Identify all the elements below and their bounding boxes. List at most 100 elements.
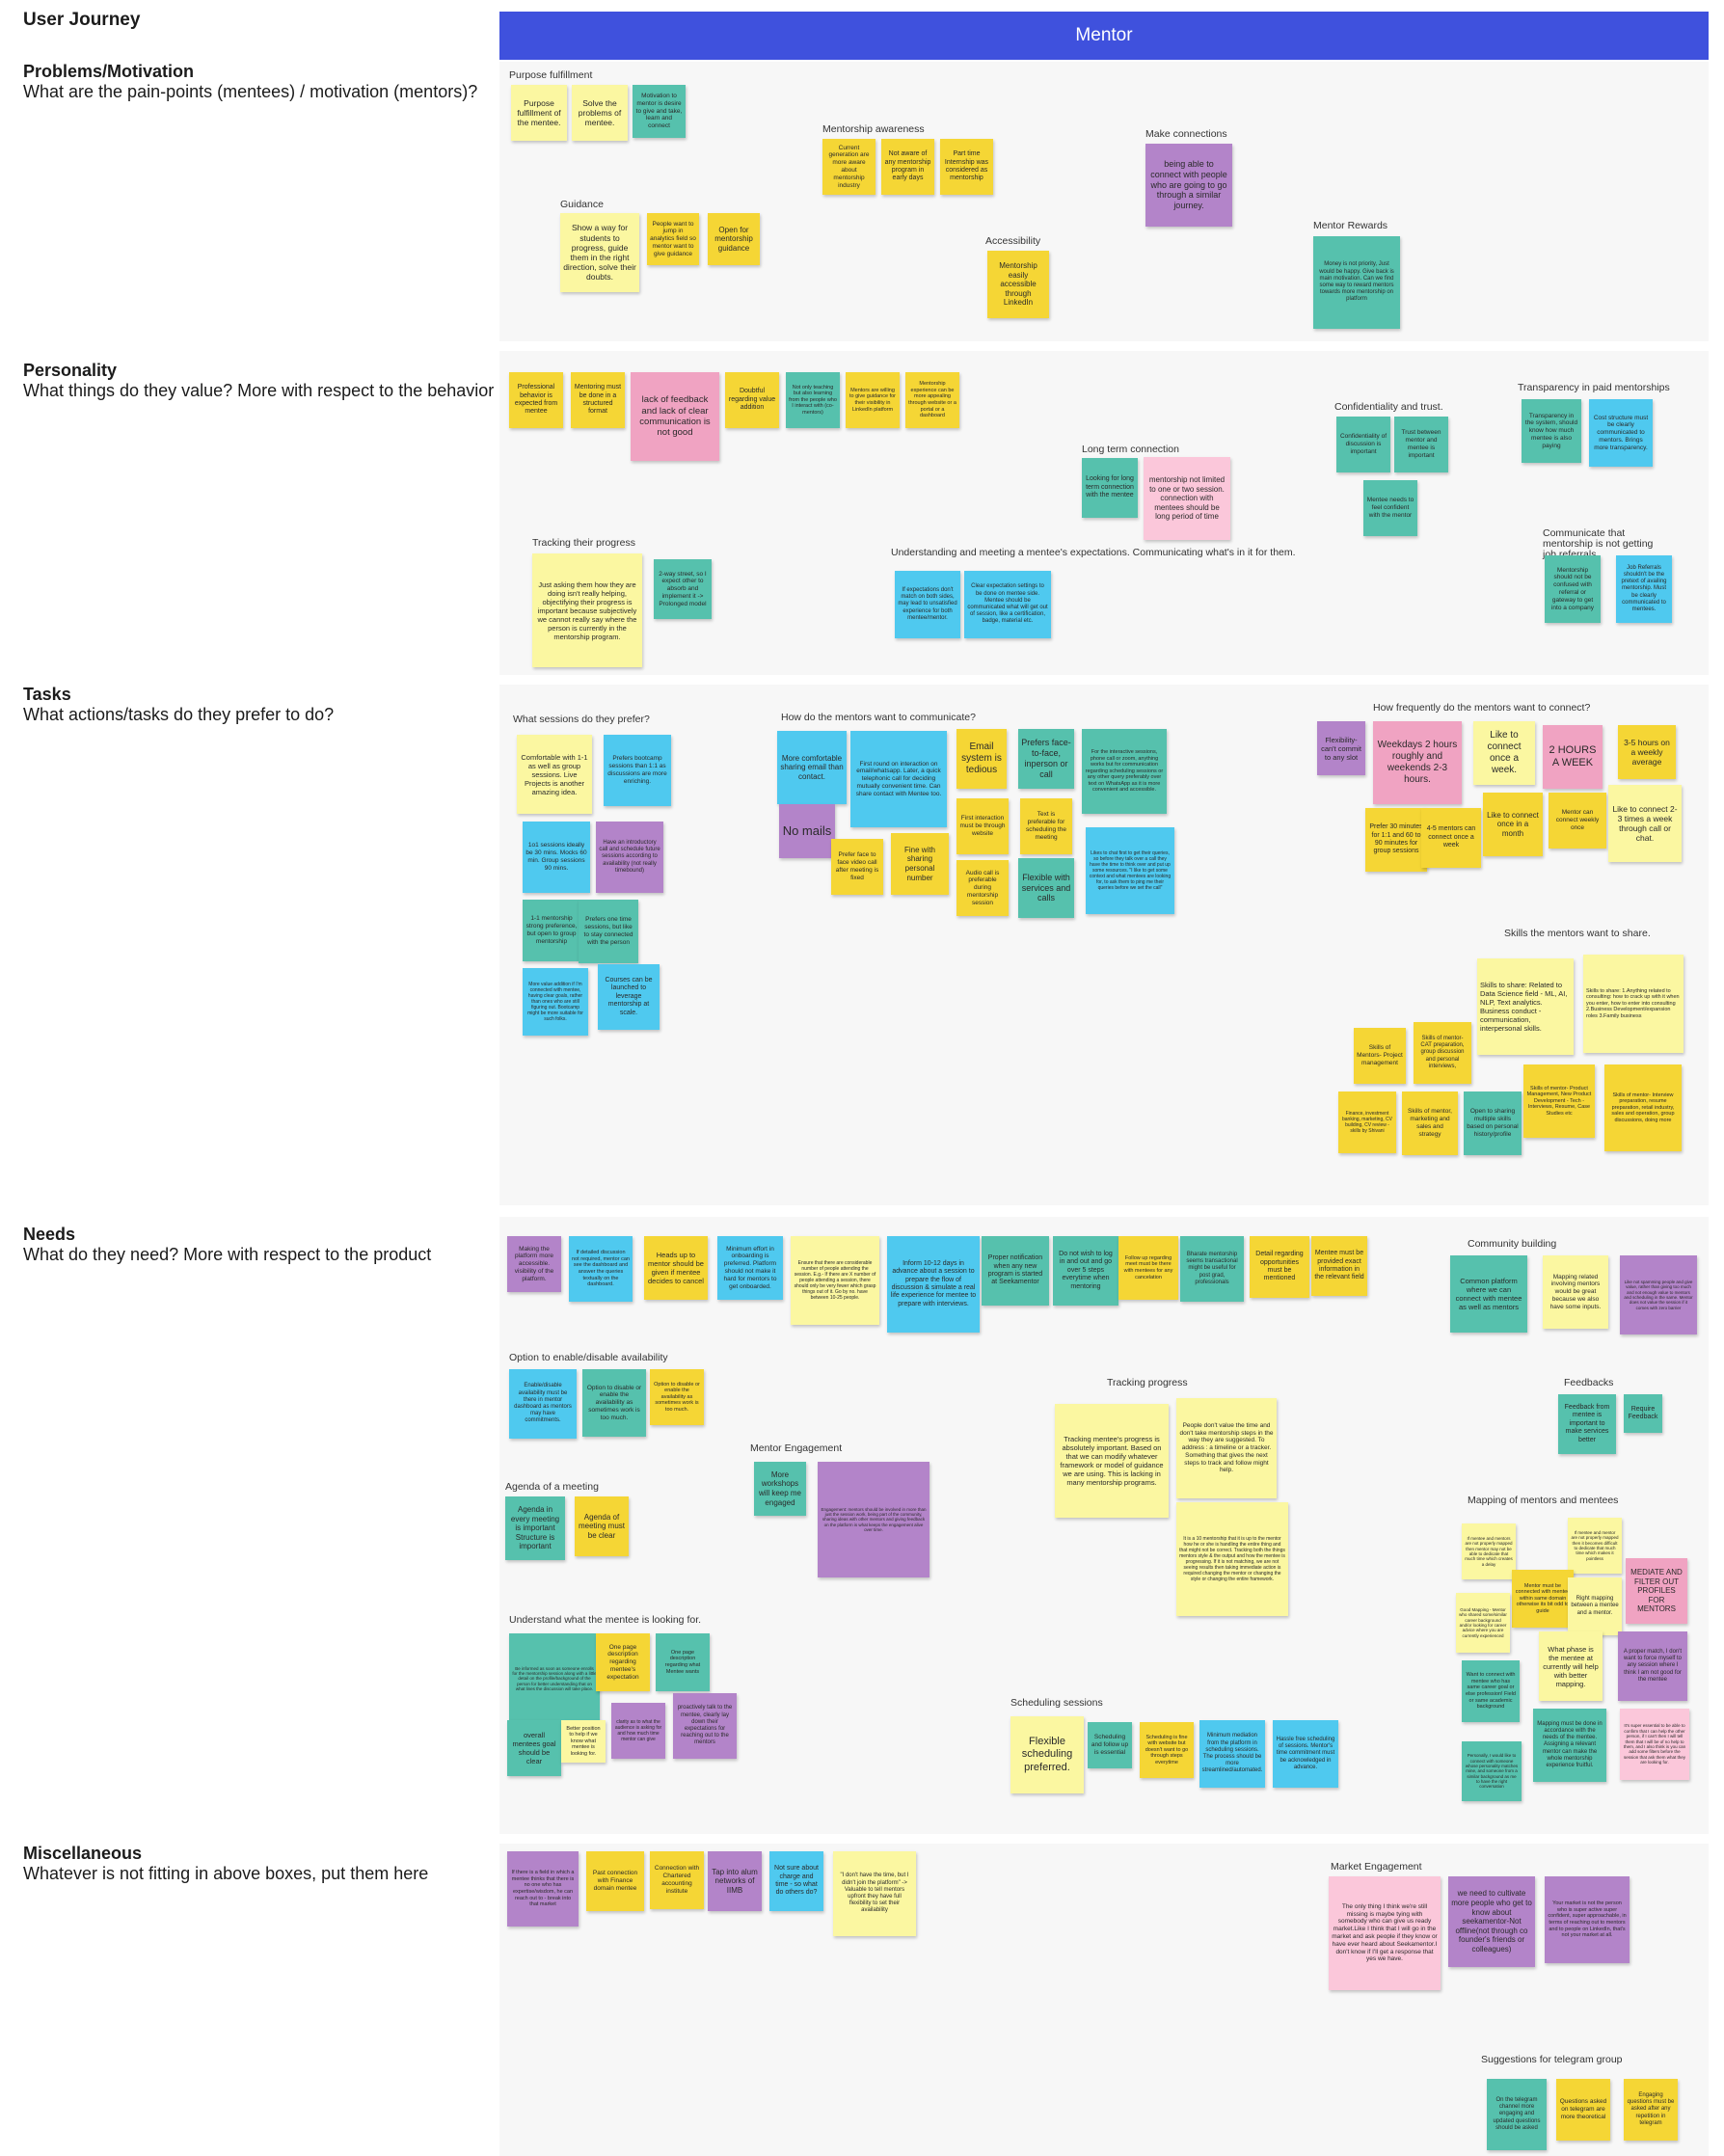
- sticky-note[interactable]: 2-way street, so I expect other to absor…: [654, 559, 712, 619]
- sticky-note[interactable]: Feedback from mentee is important to mak…: [1558, 1394, 1616, 1454]
- sticky-note[interactable]: Flexibility- can't commit to any slot: [1317, 721, 1365, 775]
- sticky-note[interactable]: Do not wish to log in and out and go ove…: [1053, 1236, 1118, 1306]
- sticky-note[interactable]: proactively talk to the mentee, clearly …: [673, 1693, 737, 1759]
- sticky-note[interactable]: If mentee and mentor are not properly ma…: [1568, 1518, 1622, 1574]
- sticky-note[interactable]: First interaction must be through websit…: [956, 798, 1009, 854]
- sticky-note[interactable]: Questions asked on telegram are more the…: [1556, 2079, 1610, 2141]
- sticky-note[interactable]: Your market is not the person who is sup…: [1545, 1876, 1630, 1963]
- sticky-note[interactable]: Inform 10-12 days in advance about a ses…: [887, 1236, 980, 1333]
- sticky-note[interactable]: If there is a field in which a mentee th…: [507, 1851, 579, 1927]
- sticky-note[interactable]: What phase is the mentee at currently wi…: [1539, 1631, 1603, 1701]
- sticky-note[interactable]: Minimum effort in onboarding is preferre…: [717, 1236, 783, 1300]
- sticky-note[interactable]: Scheduling is fine with website but does…: [1140, 1722, 1194, 1778]
- sticky-note[interactable]: "I don't have the time, but I didn't joi…: [833, 1851, 916, 1936]
- sticky-note[interactable]: Option to disable or enable the availabi…: [582, 1369, 646, 1437]
- sticky-note[interactable]: 1-1 mentorship strong preference, but op…: [523, 900, 580, 961]
- sticky-note[interactable]: Hassle free scheduling of sessions. Ment…: [1273, 1720, 1338, 1788]
- sticky-note[interactable]: Connection with Chartered accounting ins…: [650, 1851, 704, 1909]
- sticky-note[interactable]: Skills of mentor- Product Management, Ne…: [1523, 1065, 1595, 1138]
- sticky-note[interactable]: 4-5 mentors can connect once a week: [1421, 808, 1481, 868]
- sticky-note[interactable]: If detailed discussion not required, men…: [569, 1236, 633, 1302]
- sticky-note[interactable]: Mentorship should not be confused with r…: [1545, 555, 1601, 623]
- sticky-note[interactable]: No mails: [779, 804, 835, 858]
- sticky-note[interactable]: It's super essential to be able to confi…: [1620, 1709, 1689, 1780]
- sticky-note[interactable]: Be informed as soon as someone enrolls f…: [509, 1633, 600, 1724]
- sticky-note[interactable]: Skills of mentor- Interview preparation,…: [1604, 1065, 1682, 1151]
- sticky-note[interactable]: Confidentiality of discussion is importa…: [1336, 417, 1390, 472]
- sticky-note[interactable]: Minimum mediation from the platform in s…: [1199, 1720, 1265, 1788]
- sticky-note[interactable]: 1o1 sessions ideally be 30 mins. Mocks 6…: [523, 822, 590, 893]
- sticky-note[interactable]: overall mentees goal should be clear: [507, 1720, 561, 1776]
- sticky-note[interactable]: Mapping related involving mentors would …: [1543, 1255, 1608, 1329]
- sticky-note[interactable]: Bharate mentorship seems transactional m…: [1180, 1236, 1244, 1302]
- sticky-note[interactable]: Want to connect with mentee who has same…: [1462, 1660, 1520, 1722]
- sticky-note[interactable]: Enable/disable availability must be ther…: [509, 1369, 577, 1439]
- sticky-note[interactable]: Mapping must be done in accordance with …: [1533, 1709, 1606, 1782]
- sticky-note[interactable]: Like to connect once in a month: [1483, 793, 1543, 856]
- sticky-note[interactable]: Tap into alum networks of IIMB: [708, 1851, 762, 1911]
- sticky-note[interactable]: Engagement: mentors should be involved i…: [818, 1462, 929, 1577]
- sticky-note[interactable]: Right mapping between a mentee and a men…: [1568, 1577, 1622, 1635]
- sticky-note[interactable]: Mentee needs to feel confident with the …: [1363, 480, 1417, 536]
- sticky-note[interactable]: Trust between mentor and mentee is impor…: [1394, 417, 1448, 472]
- sticky-note[interactable]: Good Mapping - Mentor who shared some/si…: [1456, 1593, 1510, 1653]
- sticky-note[interactable]: One page description regarding mentee's …: [596, 1633, 650, 1691]
- sticky-note[interactable]: Heads up to mentor should be given if me…: [644, 1236, 708, 1300]
- sticky-note[interactable]: Comfortable with 1-1 as well as group se…: [517, 735, 592, 814]
- sticky-note[interactable]: Like to connect once a week.: [1473, 721, 1535, 785]
- sticky-note[interactable]: Better position to help if we know what …: [561, 1720, 606, 1763]
- sticky-note[interactable]: The only thing I think we're still missi…: [1329, 1876, 1441, 1990]
- sticky-note[interactable]: Skills of mentor, marketing and sales an…: [1402, 1091, 1458, 1155]
- sticky-note[interactable]: Agenda of meeting must be clear: [575, 1496, 629, 1556]
- sticky-note[interactable]: we need to cultivate more people who get…: [1448, 1876, 1535, 1967]
- sticky-note[interactable]: Skills to share: 1.Anything related to c…: [1583, 955, 1684, 1053]
- sticky-note[interactable]: Finance, investment banking, marketing, …: [1338, 1091, 1396, 1153]
- sticky-note[interactable]: Skills to share: Related to Data Science…: [1477, 958, 1574, 1055]
- sticky-note[interactable]: First round on interaction on email/what…: [850, 731, 947, 827]
- sticky-note[interactable]: It is a 10 mentorship that it is up to t…: [1176, 1502, 1288, 1616]
- sticky-note[interactable]: Skills of mentor- CAT preparation, group…: [1414, 1022, 1471, 1084]
- sticky-note[interactable]: Looking for long term connection with th…: [1082, 458, 1138, 518]
- sticky-note[interactable]: Show a way for students to progress, gui…: [560, 213, 639, 292]
- sticky-note[interactable]: Solve the problems of mentee.: [572, 85, 628, 141]
- sticky-note[interactable]: Personally, I would like to connect with…: [1462, 1741, 1522, 1801]
- sticky-note[interactable]: 2 HOURS A WEEK: [1543, 725, 1603, 789]
- sticky-note[interactable]: Part time Internship was considered as m…: [940, 139, 993, 195]
- sticky-note[interactable]: For the interactive sessions, phone call…: [1082, 729, 1167, 814]
- sticky-note[interactable]: Likes to chat first to get their queries…: [1086, 827, 1174, 914]
- sticky-note[interactable]: Flexible scheduling preferred.: [1010, 1716, 1084, 1793]
- sticky-note[interactable]: Like to connect 2-3 times a week through…: [1608, 785, 1682, 862]
- sticky-note[interactable]: mentorship not limited to one or two ses…: [1144, 457, 1230, 540]
- sticky-note[interactable]: Follow up regarding meet must be there w…: [1118, 1236, 1178, 1300]
- sticky-note[interactable]: Audio call is preferable during mentorsh…: [956, 860, 1009, 916]
- sticky-note[interactable]: lack of feedback and lack of clear commu…: [631, 372, 719, 461]
- sticky-note[interactable]: Motivation to mentor is desire to give a…: [633, 85, 686, 138]
- sticky-note[interactable]: Professional behavior is expected from m…: [509, 372, 563, 428]
- column-header-mentor[interactable]: Mentor: [499, 12, 1709, 60]
- sticky-note[interactable]: Prefers one time sessions, but like to s…: [579, 900, 638, 963]
- sticky-note[interactable]: Not sure about charge and time - so what…: [769, 1851, 823, 1911]
- sticky-note[interactable]: Scheduling and follow up is essential: [1088, 1722, 1132, 1768]
- sticky-note[interactable]: Open to sharing multiple skills based on…: [1464, 1091, 1522, 1155]
- sticky-note[interactable]: Mentorship easily accessible through Lin…: [987, 251, 1049, 318]
- sticky-note[interactable]: Agenda in every meeting is important Str…: [505, 1496, 565, 1560]
- sticky-note[interactable]: Ensure that there are considerable numbe…: [791, 1236, 879, 1325]
- sticky-note[interactable]: If expectations don't match on both side…: [895, 571, 960, 638]
- sticky-note[interactable]: One page description regarding what Ment…: [656, 1633, 710, 1691]
- sticky-note[interactable]: clarity as to what the audience is askin…: [611, 1703, 665, 1759]
- sticky-note[interactable]: Have an introductory call and schedule f…: [596, 822, 663, 893]
- sticky-note[interactable]: Courses can be launched to leverage ment…: [598, 964, 660, 1030]
- sticky-note[interactable]: A proper match, I don't want to force my…: [1618, 1631, 1687, 1701]
- sticky-note[interactable]: Like not spamming people and give value,…: [1620, 1255, 1697, 1334]
- sticky-note[interactable]: Past connection with Finance domain ment…: [586, 1851, 644, 1911]
- sticky-note[interactable]: Purpose fulfillment of the mentee.: [511, 85, 567, 141]
- sticky-note[interactable]: Engaging questions must be asked after a…: [1624, 2079, 1678, 2141]
- sticky-note[interactable]: Option to disable or enable the availabi…: [650, 1369, 704, 1425]
- sticky-note[interactable]: Just asking them how they are doing isn'…: [532, 553, 642, 667]
- sticky-note[interactable]: Tracking mentee's progress is absolutely…: [1055, 1404, 1169, 1518]
- sticky-note[interactable]: being able to connect with people who ar…: [1145, 144, 1232, 227]
- sticky-note[interactable]: MEDIATE AND FILTER OUT PROFILES FOR MENT…: [1626, 1558, 1687, 1624]
- sticky-note[interactable]: Cost structure must be clearly communica…: [1589, 399, 1653, 467]
- sticky-note[interactable]: Weekdays 2 hours roughly and weekends 2-…: [1373, 721, 1462, 804]
- sticky-note[interactable]: Text is preferable for scheduling the me…: [1020, 798, 1072, 854]
